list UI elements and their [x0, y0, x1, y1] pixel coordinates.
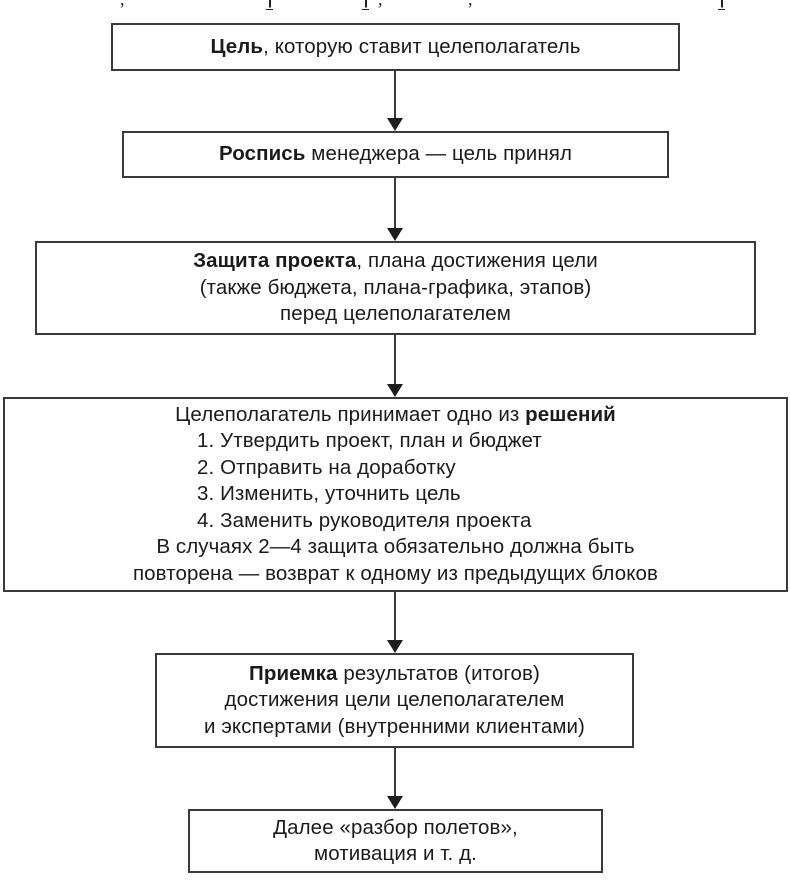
text-segment: результатов (итогов): [337, 661, 540, 685]
flow-box-defense: Защита проекта, плана достижения цели(та…: [35, 241, 756, 335]
text-segment: менеджера — цель принял: [305, 142, 573, 166]
arrowhead-down-icon: [387, 796, 403, 809]
text-segment: достижения цели целеполагателем: [224, 688, 565, 712]
cropped-glyph-fragment: [266, 0, 273, 10]
bold-text-segment: Цель: [210, 34, 264, 58]
text-segment: 3. Изменить, уточнить цель: [197, 482, 461, 506]
flow-arrow-acceptance-to-debrief: [387, 748, 403, 809]
box-text-line: Защита проекта, плана достижения цели: [37, 248, 754, 275]
flow-box-decision: Целеполагатель принимает одно из решений…: [3, 397, 788, 592]
box-text-line: Целеполагатель принимает одно из решений: [5, 402, 786, 429]
box-text-line: (также бюджета, плана-графика, этапов): [37, 275, 754, 302]
text-segment: 1. Утвердить проект, план и бюджет: [197, 429, 542, 453]
box-text-line: В случаях 2—4 защита обязательно должна …: [5, 534, 786, 561]
flow-box-goal: Цель, которую ставит целеполагатель: [111, 23, 680, 71]
flow-box-signature: Роспись менеджера — цель принял: [122, 131, 669, 178]
box-text-line: Приемка результатов (итогов): [157, 661, 632, 688]
arrow-line: [394, 178, 396, 228]
cropped-glyph-fragment: ,: [120, 0, 125, 8]
text-segment: В случаях 2—4 защита обязательно должна …: [156, 535, 635, 559]
box-text-line: 2. Отправить на доработку: [5, 455, 786, 482]
text-segment: , которую ставит целеполагатель: [263, 34, 581, 58]
cropped-text-line: ,,,: [0, 0, 790, 14]
flow-arrow-goal-to-signature: [387, 70, 403, 131]
box-text-line: мотивация и т. д.: [190, 841, 601, 868]
text-segment: и экспертами (внутренними клиентами): [204, 714, 585, 738]
box-text-line: Цель, которую ставит целеполагатель: [113, 34, 678, 61]
box-text-line: повторена — возврат к одному из предыдущ…: [5, 561, 786, 588]
box-text-line: достижения цели целеполагателем: [157, 687, 632, 714]
arrow-line: [394, 70, 396, 118]
arrow-line: [394, 335, 396, 384]
flow-box-debrief: Далее «разбор полетов», мотивация и т. д.: [188, 809, 603, 873]
cropped-glyph-fragment: [718, 0, 725, 10]
box-text-line: Далее «разбор полетов»,: [190, 815, 601, 842]
flow-arrow-decision-to-acceptance: [387, 592, 403, 653]
bold-text-segment: Защита проекта: [193, 249, 357, 273]
flow-arrow-signature-to-defense: [387, 178, 403, 241]
text-segment: 2. Отправить на доработку: [197, 455, 456, 479]
bold-text-segment: Приемка: [249, 661, 338, 685]
box-text-line: 3. Изменить, уточнить цель: [5, 481, 786, 508]
cropped-glyph-fragment: [362, 0, 369, 10]
box-text-line: Роспись менеджера — цель принял: [124, 141, 667, 168]
arrow-line: [394, 592, 396, 640]
cropped-glyph-fragment: ,: [468, 0, 473, 8]
bold-text-segment: Роспись: [218, 142, 306, 166]
cropped-glyph-fragment: ,: [378, 0, 383, 8]
bold-text-segment: решений: [525, 402, 616, 426]
text-segment: , плана достижения цели: [356, 249, 598, 273]
arrowhead-down-icon: [387, 384, 403, 397]
flow-arrow-defense-to-decision: [387, 335, 403, 397]
text-segment: (также бюджета, плана-графика, этапов): [199, 275, 592, 299]
arrowhead-down-icon: [387, 118, 403, 131]
box-text-line: перед целеполагателем: [37, 301, 754, 328]
flow-box-acceptance: Приемка результатов (итогов)достижения ц…: [155, 653, 634, 748]
arrowhead-down-icon: [387, 640, 403, 653]
text-segment: Далее «разбор полетов»,: [273, 815, 518, 839]
text-segment: 4. Заменить руководителя проекта: [197, 508, 532, 532]
text-segment: Целеполагатель принимает одно из: [175, 402, 526, 426]
arrowhead-down-icon: [387, 228, 403, 241]
box-text-line: 1. Утвердить проект, план и бюджет: [5, 428, 786, 455]
text-segment: мотивация и т. д.: [314, 842, 477, 865]
text-segment: перед целеполагателем: [280, 302, 511, 326]
text-segment: повторена — возврат к одному из предыдущ…: [132, 561, 659, 585]
box-text-line: 4. Заменить руководителя проекта: [5, 508, 786, 535]
box-text-line: и экспертами (внутренними клиентами): [157, 714, 632, 741]
arrow-line: [394, 748, 396, 796]
